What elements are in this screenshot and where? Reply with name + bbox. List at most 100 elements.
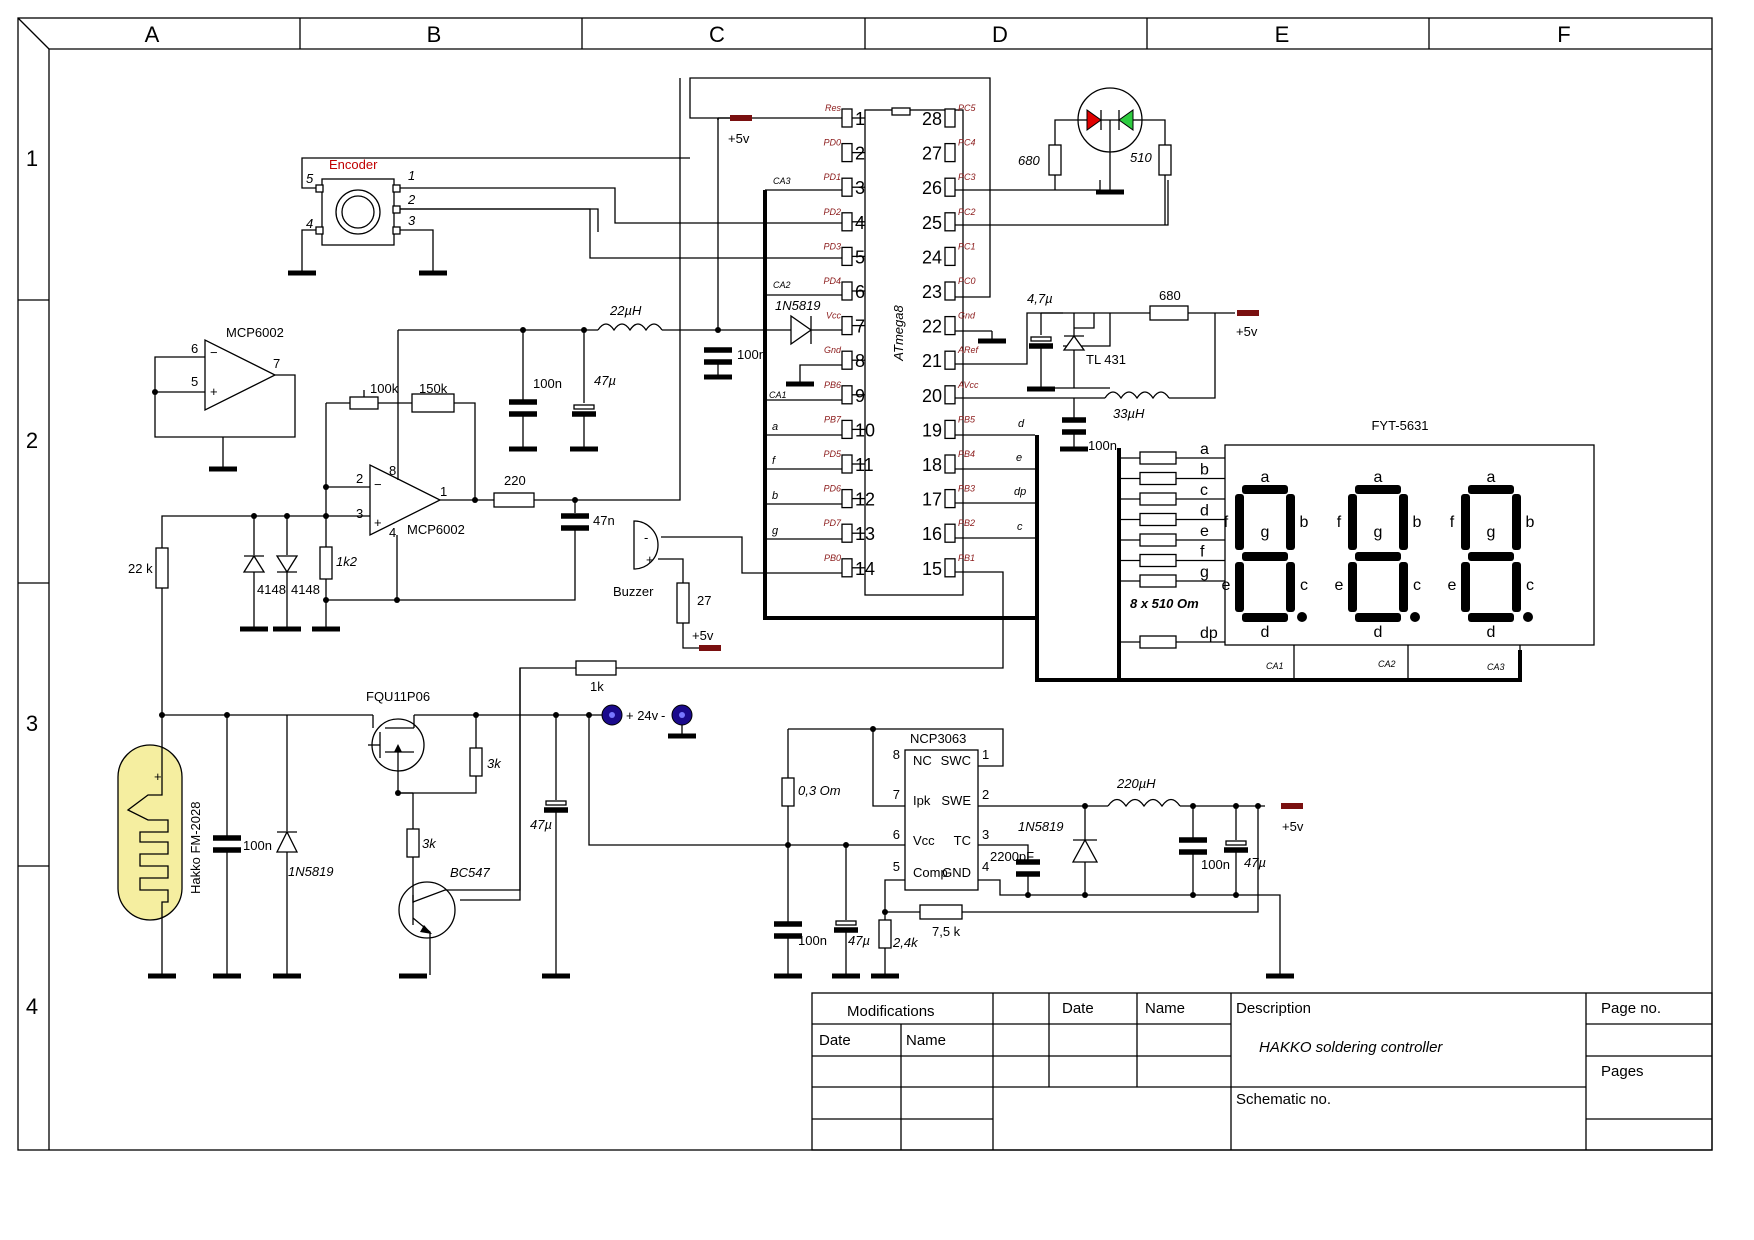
mcu-pin-name: PC4 — [958, 138, 976, 148]
regulator-label: NCP3063 — [910, 731, 966, 746]
mcu-pin-box — [841, 212, 853, 232]
mcu-pin-box — [944, 523, 956, 543]
digit-segment-label: a — [1487, 469, 1496, 486]
digit-segment-label: d — [1487, 624, 1496, 641]
mcu-pin-name: AVcc — [957, 380, 979, 390]
transistor-label: BC547 — [450, 865, 491, 880]
opamp-pin: 5 — [191, 374, 198, 389]
mcu-pin-box — [841, 108, 853, 128]
mcu-pin-box — [841, 281, 853, 301]
segment-resistor — [1139, 533, 1177, 547]
cap-value: 47µ — [1244, 855, 1266, 870]
svg-text:−: − — [210, 345, 218, 360]
mcu-pin-name: Gnd — [824, 345, 842, 355]
mcu-pin-box — [944, 558, 956, 578]
mcu-pin-number: 13 — [855, 524, 875, 544]
segment-bar — [1468, 552, 1514, 561]
segment-bar — [1355, 552, 1401, 561]
segment-bar — [1348, 562, 1357, 612]
column-label: E — [1275, 22, 1290, 47]
resistor-value: 1k — [590, 679, 604, 694]
regulator-pin-number: 5 — [893, 859, 900, 874]
cap-value: 47µ — [594, 373, 616, 388]
mcu-pin-name: PD2 — [823, 207, 841, 217]
digit-segment-label: d — [1374, 624, 1383, 641]
mcu-label: ATmega8 — [891, 305, 906, 362]
digit-segment-label: c — [1413, 577, 1421, 594]
column-label: C — [709, 22, 725, 47]
mcu-pin-number: 19 — [922, 420, 942, 440]
regulator-pin-number: 6 — [893, 827, 900, 842]
pages-heading: Pages — [1601, 1063, 1644, 1080]
column-labels: A B C D E F — [145, 22, 1571, 47]
buzzer-pin: - — [644, 530, 648, 545]
net-label-a: a — [772, 421, 778, 433]
mcu-pin-name: PB0 — [824, 553, 841, 563]
diode-label: 4148 — [291, 582, 320, 597]
mcu-pin-name: ARef — [957, 345, 980, 355]
mcu-pin-number: 25 — [922, 213, 942, 233]
mcu-supply-filter: 22µH 1N5819 100n 47µ — [398, 298, 842, 449]
segment-bar — [1242, 485, 1288, 494]
regulator-pin-name: TC — [954, 833, 971, 848]
mcu-pin-name: PB1 — [958, 553, 975, 563]
regulator-pin-name: SWE — [941, 793, 971, 808]
supply-label: - — [661, 708, 665, 723]
digit-segment-label: b — [1413, 514, 1422, 531]
mcu-pin-number: 18 — [922, 455, 942, 475]
column-label: A — [145, 22, 160, 47]
segment-resistor — [1139, 574, 1177, 588]
mcu-pin-number: 4 — [855, 213, 865, 233]
regulator-pin-name: SWC — [941, 753, 971, 768]
resistor-value: 27 — [697, 593, 711, 608]
segment-bar — [1242, 552, 1288, 561]
regulator-pin-number: 2 — [982, 787, 989, 802]
net-label-dp: dp — [1014, 486, 1026, 498]
resistor-value: 0,3 Om — [798, 783, 841, 798]
mcu-pin-number: 27 — [922, 144, 942, 164]
mcu-pin-number: 3 — [855, 178, 865, 198]
resistor-value: 680 — [1159, 288, 1181, 303]
mcu-pin-name: PC0 — [958, 276, 976, 286]
segment-resistor — [1139, 451, 1177, 465]
digit-segment-label: c — [1300, 577, 1308, 594]
segment-label: c — [1200, 482, 1208, 499]
segment-bar — [1355, 613, 1401, 622]
cap-value: 4,7µ — [1027, 291, 1053, 306]
row-label: 2 — [26, 428, 38, 453]
segment-bar — [1512, 494, 1521, 550]
mcu-pin-box — [841, 246, 853, 267]
row-label: 3 — [26, 711, 38, 736]
segment-bar — [1242, 613, 1288, 622]
digit-segment-label: f — [1224, 514, 1229, 531]
mcu-pin-box — [944, 246, 956, 267]
net-label-d: d — [1018, 418, 1025, 430]
diode-label: 1N5819 — [1018, 819, 1064, 834]
net-label-ca1: CA1 — [769, 390, 787, 400]
segment-bar — [1512, 562, 1521, 612]
opamp-label: MCP6002 — [226, 325, 284, 340]
row-labels: 1 2 3 4 — [26, 146, 38, 1019]
digit-segment-label: a — [1261, 469, 1270, 486]
regulator-pin-number: 1 — [982, 747, 989, 762]
voltage-reference: +5v 680 4,7µ TL 431 33µH 100n — [1027, 288, 1259, 453]
cap-value: 100n — [1088, 438, 1117, 453]
mcu-atmega8: ATmega8 Res1PD02PD13PD24PD35PD46Vcc7Gnd8… — [823, 103, 980, 596]
mcu-pin-number: 28 — [922, 109, 942, 129]
encoder-pin: 1 — [408, 168, 415, 183]
modifications-heading: Modifications — [847, 1003, 935, 1020]
segment-resistors-label: 8 x 510 Om — [1130, 596, 1199, 611]
mcu-pin-name: PC1 — [958, 241, 976, 251]
mcu-pin-number: 14 — [855, 559, 875, 579]
mcu-pin-box — [944, 281, 956, 301]
cap-value: 47n — [593, 513, 615, 528]
svg-text:+: + — [374, 515, 382, 530]
mcu-left-pins: Res1PD02PD13PD24PD35PD46Vcc7Gnd8PB69PB71… — [823, 103, 875, 579]
mcu-pin-name: PB5 — [958, 414, 976, 424]
resistor-value: 150k — [419, 381, 448, 396]
digit-segment-label: e — [1222, 577, 1231, 594]
mcu-pin-name: Gnd — [958, 311, 976, 321]
row-label: 4 — [26, 994, 38, 1019]
